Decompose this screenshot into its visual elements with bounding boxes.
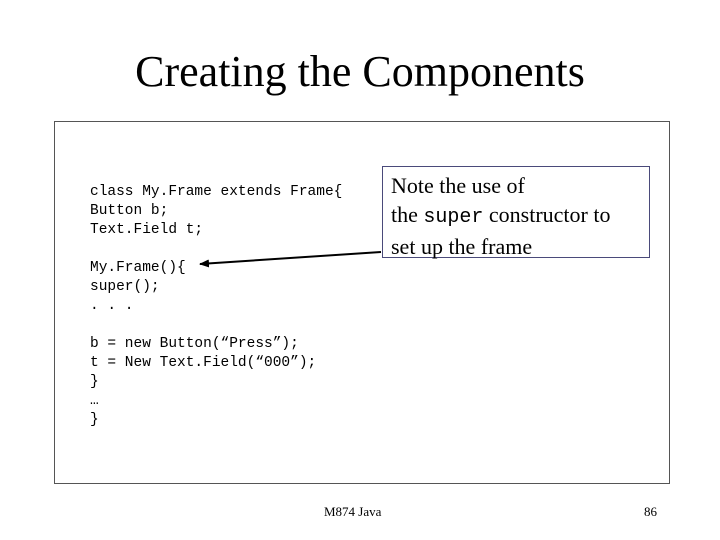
code-line: }	[90, 412, 99, 428]
code-line: . . .	[90, 298, 134, 314]
note-code-super: super	[423, 206, 484, 229]
code-line: }	[90, 374, 99, 390]
slide-title: Creating the Components	[135, 47, 585, 96]
code-line: class My.Frame extends Frame{	[90, 184, 343, 200]
note-line-3: set up the frame	[391, 234, 533, 259]
code-line: Text.Field t;	[90, 222, 204, 238]
code-line: Button b;	[90, 203, 169, 219]
code-line: t = New Text.Field(“000”);	[90, 355, 317, 371]
footer-course: M874 Java	[324, 504, 382, 519]
note-line-2: the super constructor to	[391, 200, 641, 232]
note-callout: Note the use of the super constructor to…	[382, 166, 650, 259]
code-line: My.Frame(){	[90, 260, 186, 276]
arrow-line	[199, 251, 382, 268]
code-line: super();	[90, 279, 160, 295]
code-line: b = new Button(“Press”);	[90, 336, 299, 352]
note-text: constructor to	[483, 202, 611, 227]
code-line: …	[90, 393, 99, 409]
page-number: 86	[644, 504, 657, 519]
note-text: the	[391, 202, 424, 227]
note-line-1: Note the use of	[391, 173, 525, 198]
code-box	[54, 121, 670, 484]
